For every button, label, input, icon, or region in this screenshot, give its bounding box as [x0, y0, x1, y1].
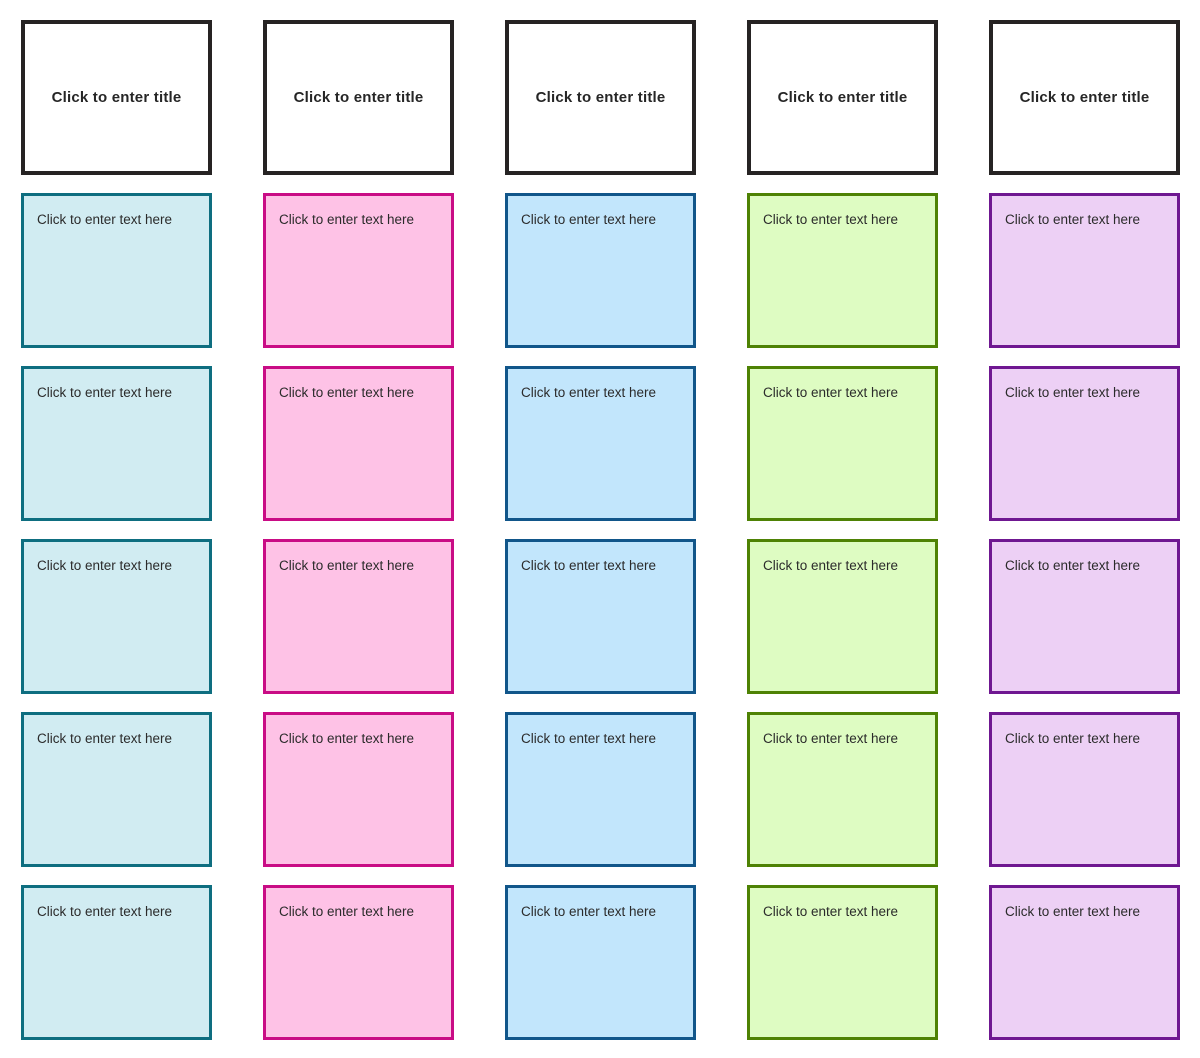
- text-card[interactable]: Click to enter text here: [505, 193, 696, 348]
- title-placeholder-text: Click to enter title: [1019, 89, 1150, 106]
- text-placeholder-text: Click to enter text here: [763, 904, 899, 919]
- text-card[interactable]: Click to enter text here: [263, 885, 454, 1040]
- text-placeholder-text: Click to enter text here: [37, 212, 173, 227]
- text-card[interactable]: Click to enter text here: [989, 539, 1180, 694]
- text-placeholder-text: Click to enter text here: [763, 212, 899, 227]
- text-card[interactable]: Click to enter text here: [505, 885, 696, 1040]
- text-placeholder-text: Click to enter text here: [1005, 212, 1141, 227]
- text-card[interactable]: Click to enter text here: [21, 885, 212, 1040]
- title-placeholder-text: Click to enter title: [51, 89, 182, 106]
- text-placeholder-text: Click to enter text here: [1005, 385, 1141, 400]
- text-placeholder-text: Click to enter text here: [279, 385, 415, 400]
- text-placeholder-text: Click to enter text here: [279, 904, 415, 919]
- text-placeholder-text: Click to enter text here: [37, 904, 173, 919]
- text-card[interactable]: Click to enter text here: [263, 539, 454, 694]
- text-placeholder-text: Click to enter text here: [521, 212, 657, 227]
- text-card[interactable]: Click to enter text here: [747, 366, 938, 521]
- text-card[interactable]: Click to enter text here: [989, 366, 1180, 521]
- text-card[interactable]: Click to enter text here: [747, 193, 938, 348]
- text-card[interactable]: Click to enter text here: [21, 193, 212, 348]
- text-placeholder-text: Click to enter text here: [279, 731, 415, 746]
- text-card[interactable]: Click to enter text here: [747, 539, 938, 694]
- text-card[interactable]: Click to enter text here: [263, 366, 454, 521]
- text-card[interactable]: Click to enter text here: [21, 539, 212, 694]
- text-card[interactable]: Click to enter text here: [989, 885, 1180, 1040]
- text-card[interactable]: Click to enter text here: [505, 712, 696, 867]
- text-placeholder-text: Click to enter text here: [279, 558, 415, 573]
- text-card[interactable]: Click to enter text here: [505, 366, 696, 521]
- text-card[interactable]: Click to enter text here: [21, 366, 212, 521]
- text-placeholder-text: Click to enter text here: [521, 904, 657, 919]
- text-placeholder-text: Click to enter text here: [763, 385, 899, 400]
- text-card[interactable]: Click to enter text here: [263, 193, 454, 348]
- text-placeholder-text: Click to enter text here: [521, 731, 657, 746]
- text-card[interactable]: Click to enter text here: [747, 712, 938, 867]
- text-placeholder-text: Click to enter text here: [1005, 558, 1141, 573]
- text-placeholder-text: Click to enter text here: [521, 385, 657, 400]
- text-placeholder-text: Click to enter text here: [521, 558, 657, 573]
- title-placeholder-text: Click to enter title: [535, 89, 666, 106]
- text-placeholder-text: Click to enter text here: [1005, 904, 1141, 919]
- title-card[interactable]: Click to enter title: [989, 20, 1180, 175]
- text-placeholder-text: Click to enter text here: [37, 558, 173, 573]
- title-card[interactable]: Click to enter title: [263, 20, 454, 175]
- title-placeholder-text: Click to enter title: [777, 89, 908, 106]
- title-card[interactable]: Click to enter title: [747, 20, 938, 175]
- text-placeholder-text: Click to enter text here: [279, 212, 415, 227]
- text-placeholder-text: Click to enter text here: [37, 385, 173, 400]
- text-placeholder-text: Click to enter text here: [1005, 731, 1141, 746]
- text-card[interactable]: Click to enter text here: [21, 712, 212, 867]
- text-card[interactable]: Click to enter text here: [747, 885, 938, 1040]
- text-card[interactable]: Click to enter text here: [505, 539, 696, 694]
- text-card[interactable]: Click to enter text here: [263, 712, 454, 867]
- text-placeholder-text: Click to enter text here: [37, 731, 173, 746]
- text-card[interactable]: Click to enter text here: [989, 193, 1180, 348]
- title-card[interactable]: Click to enter title: [505, 20, 696, 175]
- text-placeholder-text: Click to enter text here: [763, 558, 899, 573]
- title-placeholder-text: Click to enter title: [293, 89, 424, 106]
- text-card[interactable]: Click to enter text here: [989, 712, 1180, 867]
- text-placeholder-text: Click to enter text here: [763, 731, 899, 746]
- title-card[interactable]: Click to enter title: [21, 20, 212, 175]
